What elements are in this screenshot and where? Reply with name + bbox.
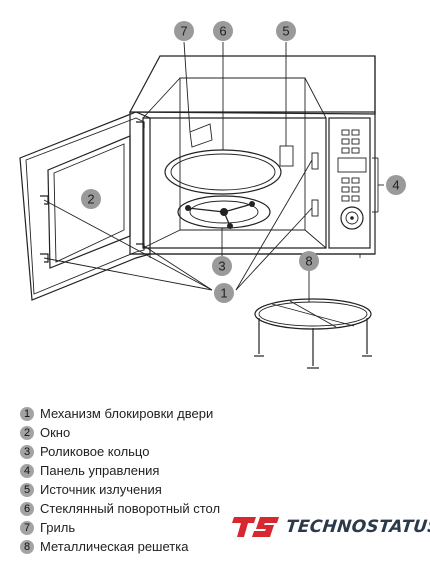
callout-1: 1 — [214, 283, 234, 303]
svg-text:2: 2 — [87, 192, 94, 207]
svg-text:1: 1 — [220, 286, 227, 301]
callout-4: 4 — [386, 175, 406, 195]
leader-lines — [43, 41, 384, 302]
callout-7: 7 — [174, 21, 194, 41]
brand-name: TECHNOSTATUS — [284, 517, 430, 537]
legend-number: 5 — [20, 482, 34, 497]
legend-item: 8 Металлическая решетка — [20, 537, 252, 556]
legend-number: 7 — [20, 520, 34, 535]
legend-item: 4 Панель управления — [20, 461, 252, 480]
legend-number: 6 — [20, 501, 34, 516]
legend-number: 4 — [20, 463, 34, 478]
radiation-source — [279, 145, 294, 167]
legend-text: Стеклянный поворотный стол — [40, 501, 221, 516]
metal-rack — [254, 298, 372, 369]
roller-ring — [177, 195, 271, 229]
callout-2: 2 — [81, 189, 101, 209]
door-window — [47, 135, 131, 269]
callout-6: 6 — [213, 21, 233, 41]
microwave-diagram: 7 6 5 2 3 4 8 1 — [19, 21, 406, 369]
legend-text: Механизм блокировки двери — [40, 406, 214, 421]
legend-number: 3 — [20, 444, 34, 459]
interlock-slot — [311, 152, 319, 170]
svg-text:6: 6 — [219, 24, 226, 39]
legend-number: 2 — [20, 425, 34, 440]
door — [19, 111, 151, 301]
interlock-slot — [311, 199, 319, 217]
svg-text:8: 8 — [305, 254, 312, 269]
legend-text: Окно — [40, 425, 71, 440]
legend-item: 1 Механизм блокировки двери — [20, 404, 252, 423]
legend-text: Роликовое кольцо — [40, 444, 150, 459]
callout-8: 8 — [299, 251, 319, 271]
svg-text:5: 5 — [282, 24, 289, 39]
legend-item: 7 Гриль — [20, 518, 252, 537]
legend-text: Гриль — [40, 520, 76, 535]
svg-text:4: 4 — [392, 178, 399, 193]
glass-turntable — [164, 149, 282, 195]
legend: 1 Механизм блокировки двери 2 Окно 3 Рол… — [20, 404, 252, 556]
control-panel — [328, 117, 379, 249]
legend-item: 2 Окно — [20, 423, 252, 442]
grill-element — [189, 123, 213, 148]
legend-item: 6 Стеклянный поворотный стол — [20, 499, 252, 518]
legend-number: 8 — [20, 539, 34, 554]
callout-5: 5 — [276, 21, 296, 41]
legend-text: Металлическая решетка — [40, 539, 189, 554]
legend-item: 5 Источник излучения — [20, 480, 252, 499]
brand-logo-icon — [232, 517, 279, 537]
callout-3: 3 — [212, 256, 232, 276]
legend-text: Источник излучения — [40, 482, 162, 497]
legend-item: 3 Роликовое кольцо — [20, 442, 252, 461]
svg-text:3: 3 — [218, 259, 225, 274]
brand: TECHNOSTATUS — [232, 514, 430, 540]
svg-text:7: 7 — [180, 24, 187, 39]
legend-number: 1 — [20, 406, 34, 421]
legend-text: Панель управления — [40, 463, 160, 478]
